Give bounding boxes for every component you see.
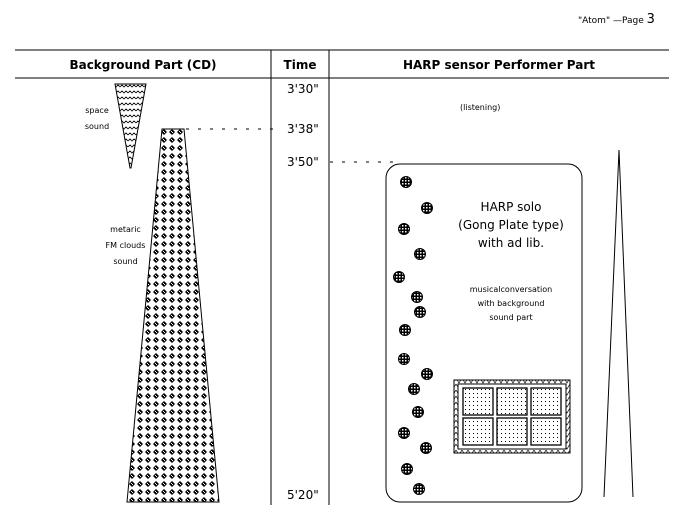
column-header-performer: HARP sensor Performer Part [402,58,596,72]
gong-dot [399,324,411,336]
column-header-time: Time [283,58,317,72]
sensor-pad [462,417,494,446]
sensor-pad [530,417,562,446]
gong-dot [401,463,413,475]
fm-clouds-shape [126,128,220,503]
crescendo-spike [603,149,634,498]
fm-clouds-label: metaric FM clouds sound [105,225,146,266]
gong-dot [414,248,426,260]
gong-dot [413,483,425,495]
sensor-pad [496,417,528,446]
gong-dot [414,306,426,318]
column-header-background: Background Part (CD) [69,58,217,72]
page-number: 3 [646,12,655,27]
sensor-pad [496,387,528,416]
gong-dot [420,442,432,454]
page-label: Page [621,16,644,26]
gong-dot [398,353,410,365]
space-sound-label: space sound [84,106,110,131]
gong-dot [400,176,412,188]
gong-dots [393,176,433,495]
sensor-pad [462,387,494,416]
time-mark: 3'30" [287,82,319,96]
sensor-pad [530,387,562,416]
harp-solo-box [385,163,583,503]
gong-dot [393,271,405,283]
gong-dot [411,291,423,303]
gong-dot [421,368,433,380]
gong-dot [421,202,433,214]
harp-sensor-grid [453,379,571,454]
conversation-text: musicalconversation with background soun… [469,285,553,322]
header-separator: — [612,16,622,26]
gong-dot [412,406,424,418]
time-mark: 3'38" [287,122,319,136]
space-sound-shape [114,83,147,169]
time-mark: 3'50" [287,155,319,169]
harp-solo-text: HARP solo (Gong Plate type) with ad lib. [458,200,564,250]
gong-dot [398,427,410,439]
piece-title: "Atom" [578,16,611,26]
gong-dot [398,223,410,235]
time-mark: 5'20" [287,488,319,502]
gong-dot [408,383,420,395]
page-header: "Atom" —Page 3 [578,12,655,27]
listening-note: (listening) [460,103,501,112]
